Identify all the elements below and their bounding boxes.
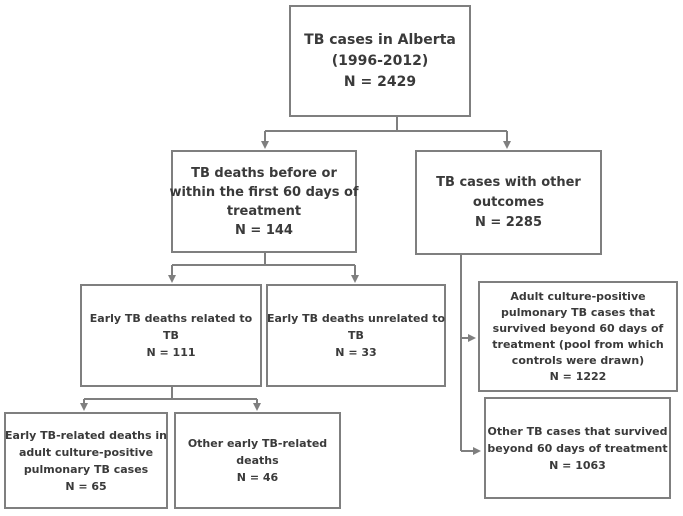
box-line: outcomes xyxy=(472,194,545,210)
box-tb-deaths-60-days: TB deaths before or within the first 60 … xyxy=(169,150,359,253)
box-line: N = 33 xyxy=(335,346,377,359)
box-line: N = 65 xyxy=(65,479,107,493)
box-line: (1996-2012) xyxy=(331,52,429,69)
box-line: Early TB deaths unrelated to xyxy=(266,312,446,325)
box-line: TB deaths before or xyxy=(191,165,337,181)
box-line: N = 2285 xyxy=(474,214,542,230)
box-line: deaths xyxy=(236,454,279,467)
box-line: Other TB cases that survived xyxy=(487,424,668,438)
box-early-deaths-unrelated: Early TB deaths unrelated to TB N = 33 xyxy=(266,284,446,387)
box-survived-adult-culture-positive: Adult culture-positive pulmonary TB case… xyxy=(478,281,678,392)
box-line: treatment (pool from which xyxy=(492,337,664,351)
box-line: pulmonary TB cases that xyxy=(501,305,655,319)
box-related-adult-culture-positive: Early TB-related deaths in adult culture… xyxy=(4,412,168,509)
box-line: N = 111 xyxy=(146,346,196,359)
box-line: adult culture-positive xyxy=(18,445,154,459)
box-line: Other early TB-related xyxy=(187,437,328,450)
box-other-early-related: Other early TB-related deaths N = 46 xyxy=(174,412,341,509)
box-line: Adult culture-positive xyxy=(510,289,646,303)
box-line: within the first 60 days of xyxy=(169,184,359,200)
box-other-survived: Other TB cases that survived beyond 60 d… xyxy=(484,397,671,499)
box-tb-other-outcomes: TB cases with other outcomes N = 2285 xyxy=(415,150,602,255)
box-line: pulmonary TB cases xyxy=(23,462,149,476)
box-line: TB cases with other xyxy=(436,174,581,190)
box-line: Early TB deaths related to xyxy=(89,312,253,325)
box-line: survived beyond 60 days of xyxy=(492,321,664,335)
box-line: TB xyxy=(348,329,364,342)
box-line: treatment xyxy=(226,203,302,219)
box-line: N = 144 xyxy=(235,222,293,238)
box-line: Early TB-related deaths in xyxy=(5,428,167,442)
box-line: N = 1222 xyxy=(549,369,607,383)
box-line: N = 46 xyxy=(236,471,279,484)
box-line: beyond 60 days of treatment xyxy=(487,441,668,455)
box-line: controls were drawn) xyxy=(511,353,645,367)
box-tb-cases-alberta: TB cases in Alberta (1996-2012) N = 2429 xyxy=(289,5,471,117)
box-line: N = 2429 xyxy=(343,73,417,90)
box-early-deaths-related: Early TB deaths related to TB N = 111 xyxy=(80,284,262,387)
box-line: TB cases in Alberta xyxy=(304,31,456,48)
box-line: N = 1063 xyxy=(549,458,606,472)
box-line: TB xyxy=(163,329,179,342)
